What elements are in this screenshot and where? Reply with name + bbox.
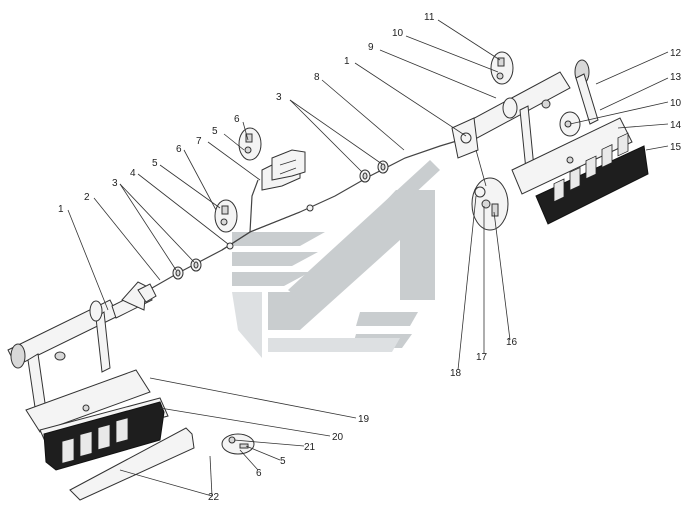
callout-21: 21 [304,442,316,453]
detail-fastener-16-17-18 [471,177,509,231]
callout-19: 19 [358,414,370,425]
callout-16: 16 [506,337,518,348]
leader-lines [67,19,669,497]
callout-10-top: 10 [392,28,404,39]
callout-5-left: 5 [152,158,158,169]
callout-3-left: 3 [112,178,118,189]
callout-15: 15 [670,142,682,153]
callout-labels: 1 2 3 4 5 6 7 8 1 9 10 11 12 13 10 14 15… [58,12,682,503]
callout-4: 4 [130,168,136,179]
callout-3-center: 3 [276,92,282,103]
callout-14: 14 [670,120,682,131]
callout-10-right: 10 [670,98,682,109]
wiring-harness [144,139,461,293]
callout-22: 22 [208,492,220,503]
callout-18: 18 [450,368,462,379]
detail-bolt-5-6-upper [238,127,262,161]
center-connector [261,149,306,191]
callout-9: 9 [368,42,374,53]
callout-6-left: 6 [176,144,182,155]
callout-6-bottom: 6 [256,468,262,479]
watermark-logo [232,160,440,358]
callout-11: 11 [424,12,435,23]
detail-bolt-21-5-6 [221,433,255,455]
callout-17: 17 [476,352,488,363]
detail-bolt-5-6-left [214,199,238,233]
left-lamp-bracket [7,281,195,501]
callout-12: 12 [670,48,682,59]
callout-5-upper: 5 [212,126,218,137]
detail-bolt-10-11 [490,51,514,85]
callout-5-bottom: 5 [280,456,286,467]
callout-7: 7 [196,136,202,147]
callout-13: 13 [670,72,682,83]
callout-1-right: 1 [344,56,350,67]
callout-8: 8 [314,72,320,83]
callout-1-left: 1 [58,204,64,215]
callout-2: 2 [84,192,90,203]
callout-20: 20 [332,432,344,443]
callout-6-upper: 6 [234,114,240,125]
